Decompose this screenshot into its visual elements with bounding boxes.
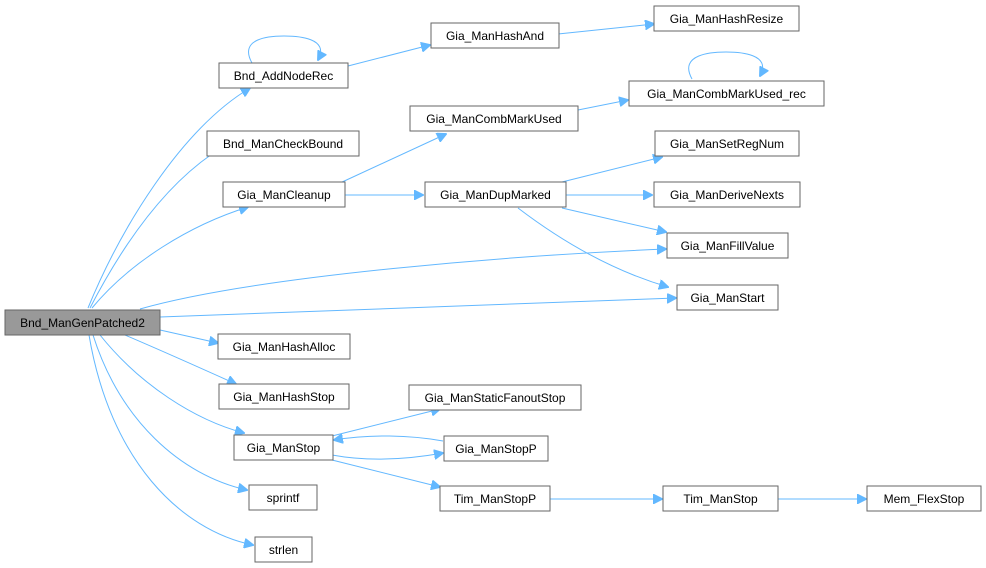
node-label: Gia_ManHashStop [233,390,335,404]
node-label: Gia_ManHashAlloc [233,340,336,354]
edge-hashand-to-hashresize [557,24,654,35]
node-gia-mandupmarked[interactable]: Gia_ManDupMarked [424,181,567,208]
edge-root-to-stop [99,334,244,433]
edge-dupmarked-to-setregnum [561,157,662,183]
nodes: Bnd_ManGenPatched2 Bnd_AddNodeRec Bnd_Ma… [4,5,982,563]
node-label: Tim_ManStopP [454,492,536,506]
node-label: Gia_ManHashResize [670,12,784,26]
node-bnd-addnoderec[interactable]: Bnd_AddNodeRec [218,62,349,89]
edge-stopp-to-stop [334,436,444,441]
node-label: Gia_ManSetRegNum [670,137,784,151]
node-label: Bnd_ManCheckBound [223,137,343,151]
node-gia-manstopp[interactable]: Gia_ManStopP [443,435,549,462]
node-label: Gia_ManCombMarkUsed_rec [647,87,806,101]
edge-root-to-sprintf [92,334,247,490]
node-gia-manderivenexts[interactable]: Gia_ManDeriveNexts [653,181,801,208]
edge-root-to-checkbound [89,153,213,309]
node-gia-mancleanup[interactable]: Gia_ManCleanup [222,181,346,208]
edge-addnoderec-self [248,35,321,64]
node-sprintf[interactable]: sprintf [248,484,318,511]
node-bnd-mangenpatched2[interactable]: Bnd_ManGenPatched2 [4,309,161,336]
node-gia-manhashresize[interactable]: Gia_ManHashResize [653,5,800,32]
edge-root-to-hashalloc [159,329,218,343]
edge-combmarkused-to-rec [577,100,628,111]
node-gia-manstop[interactable]: Gia_ManStop [233,434,334,461]
node-label: Gia_ManStopP [455,442,536,456]
node-label: sprintf [267,491,300,505]
node-gia-mancombmarkused-rec[interactable]: Gia_ManCombMarkUsed_rec [628,80,825,107]
edge-root-to-strlen [88,334,253,545]
node-label: Gia_ManStart [690,291,765,305]
node-label: Gia_ManDeriveNexts [670,188,784,202]
node-gia-mansetregnum[interactable]: Gia_ManSetRegNum [654,130,800,157]
node-gia-manhashand[interactable]: Gia_ManHashAnd [430,22,560,49]
node-label: Gia_ManFillValue [681,239,775,253]
edges [87,24,866,545]
node-label: Tim_ManStop [683,492,758,506]
node-gia-manfillvalue[interactable]: Gia_ManFillValue [666,232,789,259]
edge-root-to-start [159,298,676,318]
node-label: strlen [269,543,298,557]
node-tim-manstop[interactable]: Tim_ManStop [662,485,779,512]
edge-stop-to-stopp [331,453,443,459]
node-label: Gia_ManStop [247,441,321,455]
node-label: Gia_ManStaticFanoutStop [425,391,566,405]
edge-root-to-fillvalue [139,249,666,310]
edge-root-to-addnoderec [87,88,250,309]
node-label: Gia_ManCleanup [237,188,331,202]
edge-dupmarked-to-fillvalue [561,207,666,232]
node-label: Gia_ManCombMarkUsed [426,112,561,126]
node-bnd-mancheckbound[interactable]: Bnd_ManCheckBound [206,130,360,157]
node-label: Gia_ManHashAnd [446,29,544,43]
edge-addnoderec-to-hashand [347,45,430,67]
node-tim-manstopp[interactable]: Tim_ManStopP [439,485,551,512]
edge-stop-to-timstopp [331,459,440,487]
node-strlen[interactable]: strlen [254,536,313,563]
node-gia-mancombmarkused[interactable]: Gia_ManCombMarkUsed [409,105,579,132]
node-gia-manstaticfanoutstop[interactable]: Gia_ManStaticFanoutStop [408,384,582,411]
node-label: Mem_FlexStop [884,492,965,506]
node-gia-manhashalloc[interactable]: Gia_ManHashAlloc [217,333,351,360]
node-label: Bnd_ManGenPatched2 [20,316,145,330]
node-gia-manstart[interactable]: Gia_ManStart [676,284,779,311]
node-mem-flexstop[interactable]: Mem_FlexStop [866,485,982,512]
edge-stop-to-staticfanoutstop [331,409,440,437]
edge-root-to-cleanup [91,207,248,309]
node-label: Gia_ManDupMarked [440,188,551,202]
edge-cleanup-to-combmarkused [339,134,446,184]
node-gia-manhashstop[interactable]: Gia_ManHashStop [218,383,350,410]
edge-dupmarked-to-start [517,207,668,287]
edge-root-to-hashstop [124,334,236,384]
edge-rec-self [688,51,763,80]
node-label: Bnd_AddNodeRec [234,69,333,83]
